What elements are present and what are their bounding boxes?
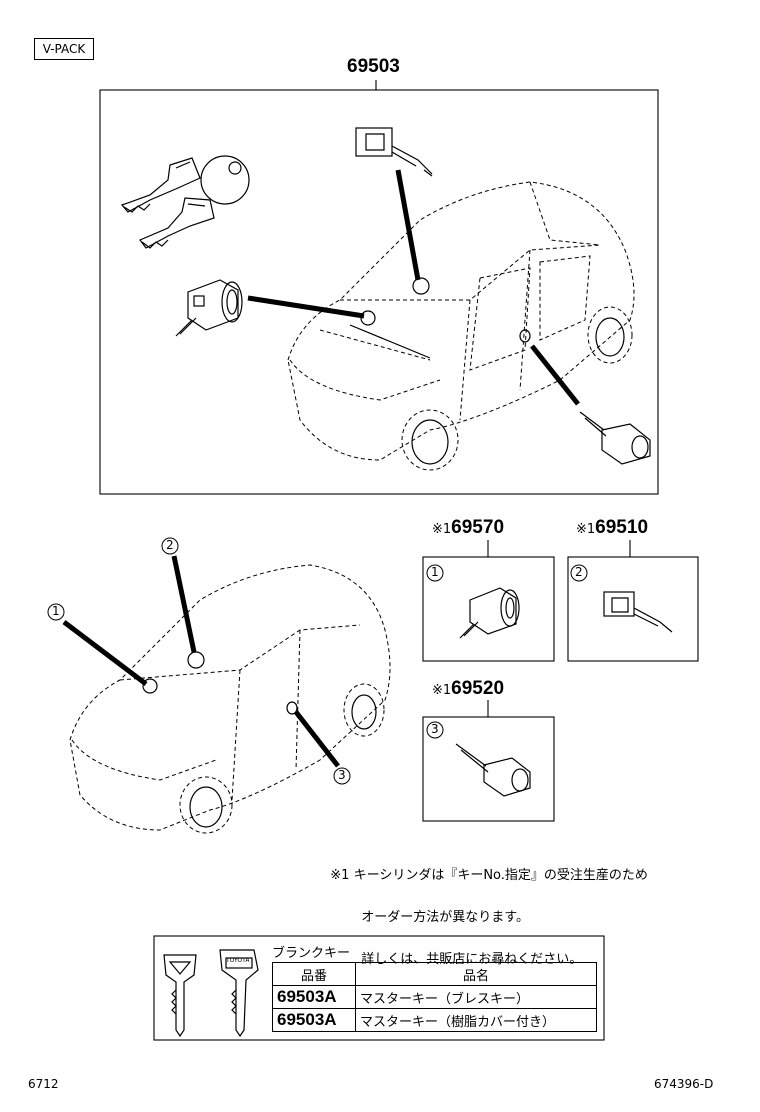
part-69520-label[interactable]: ※169520 bbox=[432, 678, 505, 699]
row-part-no[interactable]: 69503A bbox=[272, 1008, 356, 1032]
part-69570-label[interactable]: ※169570 bbox=[432, 517, 505, 538]
badge-3: 3 bbox=[431, 722, 439, 736]
key-pair-illustration bbox=[120, 155, 250, 249]
note-line-1: キーシリンダは『キーNo.指定』の受注生産のため bbox=[353, 868, 648, 883]
door-cylinder-illustration bbox=[579, 411, 651, 465]
key-logo-text: TOYOTA bbox=[226, 957, 250, 964]
ignition-cylinder-illustration bbox=[175, 279, 243, 337]
row-part-no[interactable]: 69503A bbox=[272, 985, 356, 1009]
callout-2[interactable]: 2 bbox=[166, 538, 174, 552]
assembly-part-number[interactable]: 69503 bbox=[347, 56, 400, 77]
car-illustration-bottom bbox=[69, 564, 391, 834]
blank-key-title: ブランクキー bbox=[272, 946, 351, 961]
car-illustration-top bbox=[287, 181, 635, 471]
back-door-cylinder-illustration bbox=[355, 127, 433, 177]
row-part-name: マスターキー（樹脂カバー付き） bbox=[355, 1008, 597, 1032]
table-row[interactable]: 69503A マスターキー（ブレスキー） bbox=[272, 985, 597, 1009]
footer-figure-id: 674396-D bbox=[654, 1077, 714, 1091]
note-line-2: オーダー方法が異なります。 bbox=[361, 910, 529, 925]
note-mark: ※1 bbox=[330, 868, 350, 883]
blank-key-illustrations bbox=[163, 949, 259, 1038]
badge-2: 2 bbox=[575, 565, 583, 579]
row-part-name: マスターキー（ブレスキー） bbox=[355, 985, 597, 1009]
callout-3[interactable]: 3 bbox=[338, 768, 346, 782]
badge-1: 1 bbox=[431, 565, 439, 579]
footer-page-code: 6712 bbox=[28, 1077, 59, 1091]
table-row[interactable]: 69503A マスターキー（樹脂カバー付き） bbox=[272, 1008, 597, 1032]
header-part-name: 品名 bbox=[355, 962, 597, 986]
callout-1[interactable]: 1 bbox=[52, 604, 60, 618]
blank-key-table: 品番 品名 69503A マスターキー（ブレスキー） 69503A マスターキー… bbox=[272, 962, 597, 1032]
header-part-no: 品番 bbox=[272, 962, 356, 986]
assembly-frame bbox=[99, 89, 659, 495]
car-solid-details-top bbox=[349, 277, 625, 465]
order-note: ※1 キーシリンダは『キーNo.指定』の受注生産のため オーダー方法が異なります… bbox=[322, 844, 648, 970]
part-69510-label[interactable]: ※169510 bbox=[576, 517, 649, 538]
pack-tag: V-PACK bbox=[34, 38, 94, 60]
